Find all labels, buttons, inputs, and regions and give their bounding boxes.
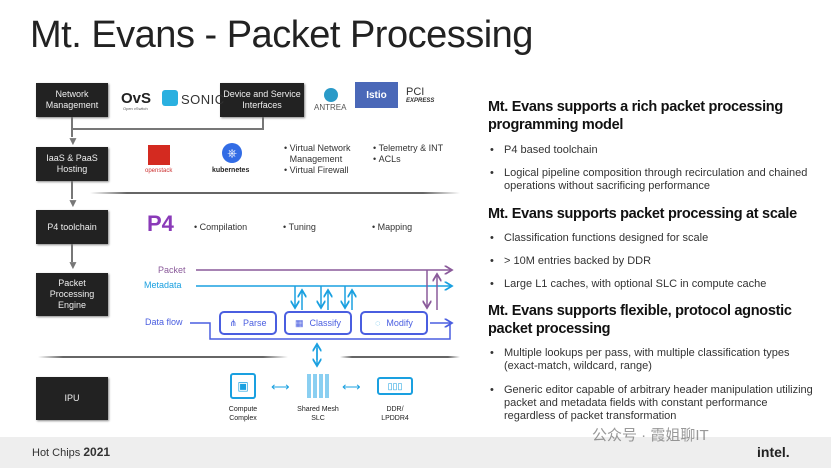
section-bullet: > 10M entries backed by DDR	[490, 255, 820, 268]
classify-stage: ▦ Classify	[284, 311, 352, 335]
arrow-down-icon: ▼	[67, 196, 79, 210]
device-service-interfaces-box: Device and Service Interfaces	[220, 83, 304, 117]
pipeline-arrows	[190, 260, 460, 370]
section-bullet: Generic editor capable of arbitrary head…	[490, 384, 820, 423]
event-label: Hot Chips 2021	[32, 445, 110, 459]
section-bullet: P4 based toolchain	[490, 144, 820, 157]
packet-label: Packet	[158, 265, 186, 275]
intel-logo: intel.	[757, 444, 790, 460]
ovs-logo: OvS	[121, 90, 152, 107]
hosting-bullet: Virtual Firewall	[289, 165, 349, 175]
section-bullet: Classification functions designed for sc…	[490, 232, 820, 245]
layer-packet-processing-engine: Packet Processing Engine	[36, 273, 108, 316]
pci-express-logo: PCI	[406, 86, 425, 98]
metadata-label: Metadata	[144, 280, 182, 290]
sonic-logo-icon	[162, 90, 178, 106]
layer-p4-toolchain: P4 toolchain	[36, 210, 108, 244]
event-year: 2021	[83, 445, 111, 459]
layer-ipu: IPU	[36, 377, 108, 420]
hosting-bullet: ACLs	[378, 154, 401, 164]
sonic-logo: SONIC	[181, 92, 225, 107]
classify-label: Classify	[309, 318, 342, 328]
antrea-logo-icon	[324, 88, 338, 102]
arrow-down-icon: ▼	[67, 134, 79, 148]
section-bullet: Large L1 caches, with optional SLC in co…	[490, 278, 820, 291]
parse-icon: ⋔	[229, 317, 238, 328]
parse-stage: ⋔ Parse	[219, 311, 277, 335]
shared-mesh-slc-icon	[307, 374, 331, 398]
hosting-bullet: Telemetry & INT	[378, 143, 444, 153]
kubernetes-logo: kubernetes	[212, 167, 250, 174]
bidirectional-arrow-icon: ⟷	[271, 379, 290, 394]
ddr-label: DDR/ LPDDR4	[381, 406, 409, 422]
ddr-memory-icon: ▯▯▯	[377, 377, 413, 395]
footer	[0, 437, 831, 468]
p4-logo: P4	[147, 211, 174, 236]
ovs-logo-subtitle: Open vSwitch	[123, 106, 148, 111]
page-title: Mt. Evans - Packet Processing	[30, 14, 533, 56]
shared-mesh-slc-label: Shared Mesh SLC	[297, 406, 339, 422]
compute-complex-label: Compute Complex	[228, 406, 258, 422]
openstack-logo-icon	[148, 145, 170, 165]
dataflow-label: Data flow	[145, 317, 183, 327]
arrow-down-icon: ▼	[67, 258, 79, 272]
section-bullet: Logical pipeline composition through rec…	[490, 167, 820, 193]
modify-label: Modify	[386, 318, 413, 328]
openstack-logo: openstack	[145, 168, 173, 174]
watermark: 公众号 · 霞姐聊IT	[592, 427, 709, 444]
modify-icon: ◌	[375, 318, 381, 328]
bidirectional-arrow-icon: ⟷	[342, 379, 361, 394]
p4-bullet: Compilation	[199, 222, 248, 232]
section-heading: Mt. Evans supports a rich packet process…	[488, 99, 783, 133]
compute-complex-icon: ▣	[230, 373, 256, 399]
istio-logo: Istio	[355, 82, 398, 108]
p4-bullet: Mapping	[377, 222, 413, 232]
layer-network-management: Network Management	[36, 83, 108, 117]
parse-label: Parse	[243, 318, 267, 328]
pci-express-sub: EXPRESS	[406, 98, 435, 104]
section-heading: Mt. Evans supports packet processing at …	[488, 206, 797, 222]
modify-stage: ◌ Modify	[360, 311, 428, 335]
event-name: Hot Chips	[32, 447, 81, 459]
section-bullet: Multiple lookups per pass, with multiple…	[490, 347, 820, 373]
hosting-bullet: Virtual Network Management	[289, 143, 351, 164]
layer-iaas-paas: IaaS & PaaS Hosting	[36, 147, 108, 181]
kubernetes-logo-icon: ⎈	[222, 143, 242, 163]
classify-icon: ▦	[294, 317, 304, 328]
p4-bullet: Tuning	[288, 222, 316, 232]
section-heading: Mt. Evans supports flexible, protocol ag…	[488, 303, 792, 337]
antrea-logo: ANTREA	[314, 103, 347, 112]
